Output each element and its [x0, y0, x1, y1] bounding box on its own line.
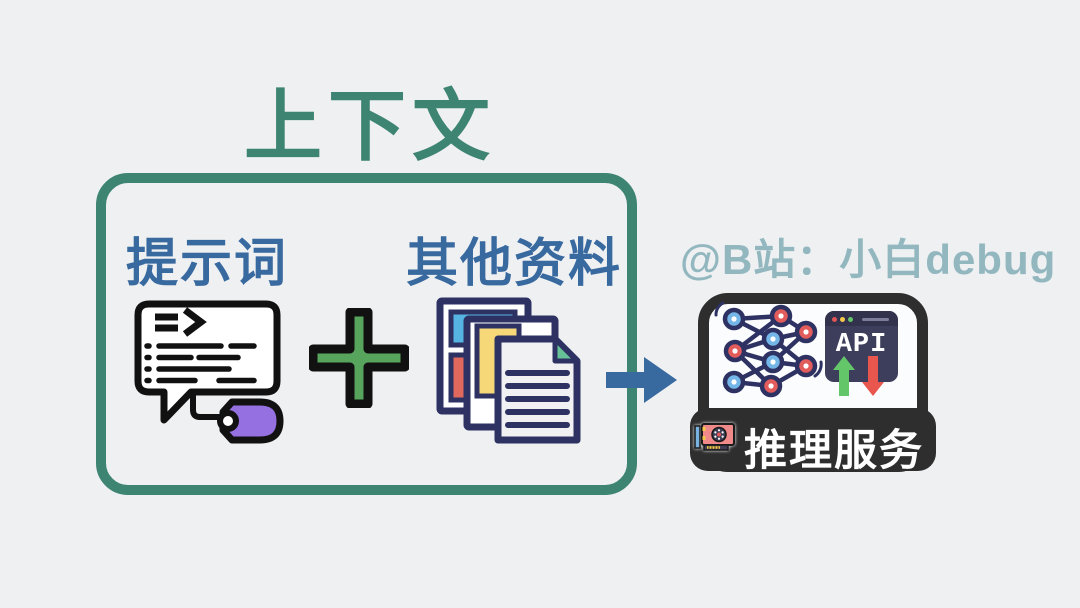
api-window-topbar — [825, 311, 898, 326]
prompt-label: 提示词 — [126, 235, 289, 293]
window-dot-green — [848, 317, 853, 322]
download-arrow-icon — [862, 356, 884, 396]
flow-arrow-icon — [606, 357, 677, 403]
window-dot-yellow — [840, 317, 845, 322]
context-box: 提示词 其他资料 — [96, 173, 637, 495]
documents-icon — [436, 297, 581, 444]
page-title: 上下文 — [243, 82, 496, 170]
other-materials-label: 其他资料 — [406, 235, 623, 293]
service-label: 推理服务 — [744, 427, 924, 475]
window-address-bar — [862, 318, 889, 321]
gpu-icon — [694, 423, 735, 451]
inference-service-box: API 推理服务 — [690, 293, 936, 475]
api-label: API — [835, 330, 888, 360]
watermark: @B站：小白debug — [680, 236, 1057, 283]
service-band: 推理服务 — [690, 408, 936, 475]
plus-icon — [309, 308, 409, 408]
prompt-bubble-icon — [134, 300, 284, 444]
neural-network-icon — [714, 301, 823, 398]
upload-arrow-icon — [833, 356, 855, 396]
api-window-icon: API — [825, 311, 898, 382]
window-dot-red — [832, 317, 837, 322]
